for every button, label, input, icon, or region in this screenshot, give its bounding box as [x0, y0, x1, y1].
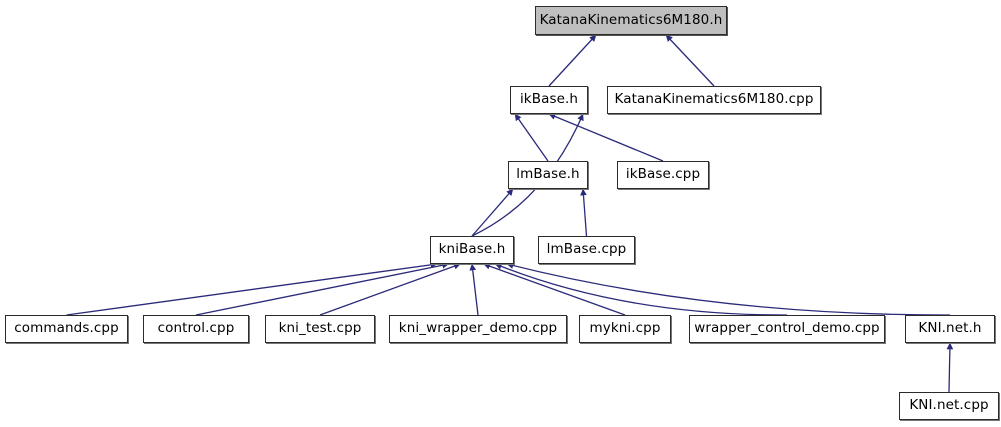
- graph-node-label: kni_test.cpp: [278, 320, 362, 337]
- graph-node-label: KNI.net.cpp: [909, 397, 989, 414]
- graph-node-label: kniBase.h: [438, 241, 506, 258]
- graph-edge-wrapctl-to-knibase_h: [494, 263, 788, 316]
- graph-node-label: lmBase.h: [516, 166, 580, 183]
- graph-edge-kk_cpp-to-root: [665, 34, 715, 87]
- graph-node-lmbase_h[interactable]: lmBase.h: [508, 161, 588, 189]
- graph-edge-kni_test-to-knibase_h: [319, 262, 461, 316]
- graph-node-label: KatanaKinematics6M180.cpp: [614, 91, 814, 108]
- graph-node-kk_cpp[interactable]: KatanaKinematics6M180.cpp: [607, 86, 821, 114]
- graph-edge-knibase_h-to-lmbase_h: [471, 188, 514, 237]
- graph-edge-mykni-to-knibase_h: [483, 262, 626, 316]
- graph-node-root: KatanaKinematics6M180.h: [535, 6, 727, 35]
- graph-node-commands[interactable]: commands.cpp: [5, 315, 128, 343]
- graph-node-label: KatanaKinematics6M180.h: [539, 11, 723, 28]
- graph-node-kni_test[interactable]: kni_test.cpp: [265, 315, 375, 343]
- graph-node-label: KNI.net.h: [918, 320, 982, 337]
- graph-node-mykni[interactable]: mykni.cpp: [579, 315, 671, 343]
- graph-node-knibase_h[interactable]: kniBase.h: [430, 236, 514, 264]
- graph-edge-commands-to-knibase_h: [66, 261, 438, 316]
- graph-node-ikbase_h[interactable]: ikBase.h: [510, 86, 588, 114]
- graph-node-kni_wrap[interactable]: kni_wrapper_demo.cpp: [389, 315, 567, 343]
- graph-node-label: lmBase.cpp: [546, 241, 627, 258]
- graph-node-label: ikBase.h: [519, 91, 579, 108]
- graph-edge-kninet_h-to-knibase_h: [506, 262, 951, 316]
- graph-edge-lmbase_h-to-ikbase_h: [514, 113, 549, 162]
- graph-node-kninet_cpp[interactable]: KNI.net.cpp: [899, 392, 999, 420]
- graph-node-label: kni_wrapper_demo.cpp: [398, 320, 558, 337]
- graph-edge-ikbase_h-to-root: [548, 34, 597, 87]
- graph-node-control[interactable]: control.cpp: [143, 315, 249, 343]
- graph-edge-control-to-knibase_h: [195, 261, 450, 316]
- graph-edge-kninet_cpp-to-kninet_h: [946, 342, 954, 393]
- graph-node-label: mykni.cpp: [589, 320, 661, 337]
- graph-edge-kni_wrap-to-knibase_h: [469, 263, 479, 316]
- graph-edge-ikbase_cpp-to-ikbase_h: [548, 113, 664, 162]
- graph-node-label: control.cpp: [157, 320, 235, 337]
- graph-node-label: ikBase.cpp: [625, 166, 701, 183]
- graph-node-lmbase_cpp[interactable]: lmBase.cpp: [538, 236, 635, 264]
- graph-edge-lmbase_cpp-to-lmbase_h: [580, 188, 588, 237]
- graph-node-label: wrapper_control_demo.cpp: [694, 320, 880, 337]
- graph-node-kninet_h[interactable]: KNI.net.h: [905, 315, 995, 343]
- graph-node-wrapctl[interactable]: wrapper_control_demo.cpp: [689, 315, 885, 343]
- graph-node-ikbase_cpp[interactable]: ikBase.cpp: [617, 161, 709, 189]
- graph-node-label: commands.cpp: [14, 320, 119, 337]
